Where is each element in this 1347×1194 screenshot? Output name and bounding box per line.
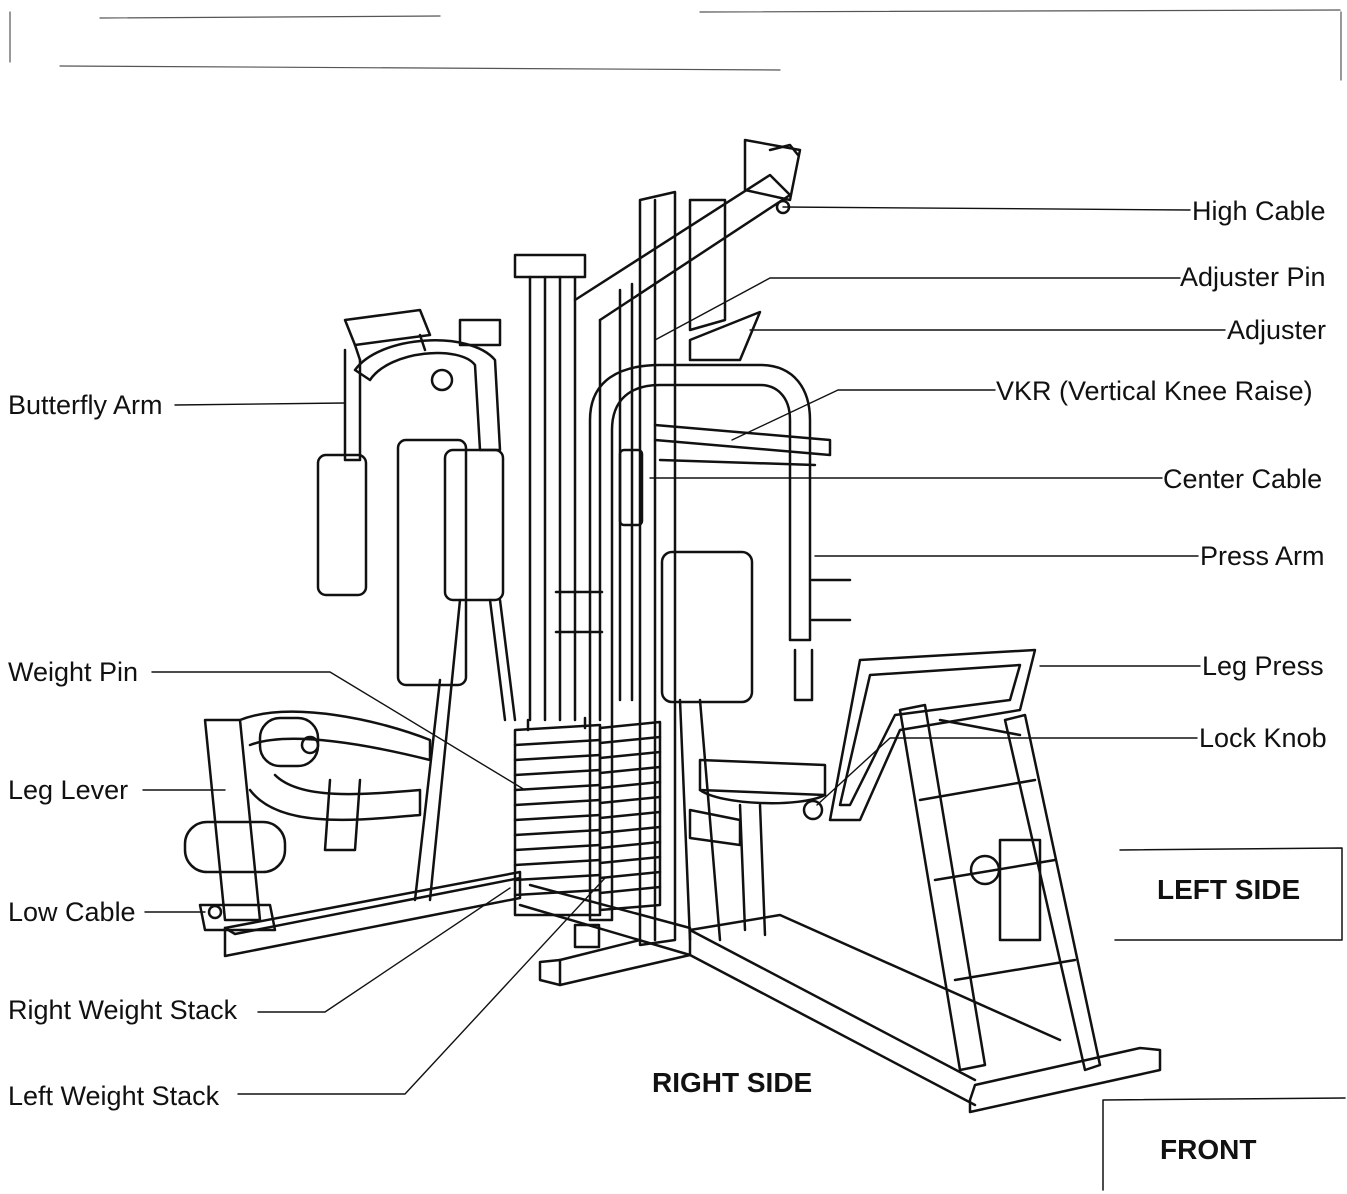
page-edge-lines [9, 9, 1342, 81]
leader-right-weight-stack [257, 887, 511, 1013]
seat [688, 758, 827, 937]
label-adjuster: Adjuster [1227, 315, 1327, 345]
label-adjuster-pin: Adjuster Pin [1180, 262, 1326, 292]
leader-weight-pin [151, 671, 526, 791]
leader-adjuster-pin [654, 277, 1181, 341]
leg-lever-station [183, 710, 432, 932]
leader-lock-knob [816, 737, 1198, 806]
side-boxes [1102, 847, 1346, 1191]
leader-vkr [731, 389, 996, 441]
left-weight-stack [573, 720, 662, 949]
leader-lines [142, 206, 1226, 1095]
label-center-cable: Center Cable [1163, 464, 1323, 494]
label-weight-pin: Weight Pin [8, 657, 139, 687]
label-right-side: RIGHT SIDE [652, 1067, 813, 1098]
label-left-weight-stack: Left Weight Stack [8, 1081, 220, 1111]
label-high-cable: High Cable [1192, 196, 1326, 226]
label-press-arm: Press Arm [1200, 541, 1325, 571]
leg-press-station [802, 648, 1102, 1072]
label-vkr: VKR (Vertical Knee Raise) [996, 376, 1313, 406]
label-low-cable: Low Cable [8, 897, 136, 927]
label-left-side: LEFT SIDE [1157, 874, 1301, 905]
leader-butterfly-arm [174, 402, 346, 406]
label-right-weight-stack: Right Weight Stack [8, 995, 238, 1025]
leader-high-cable [782, 206, 1191, 211]
label-leg-lever: Leg Lever [8, 775, 129, 805]
center-towers [513, 138, 802, 947]
press-arm-station [554, 363, 852, 942]
label-butterfly-arm: Butterfly Arm [8, 390, 163, 420]
label-leg-press: Leg Press [1202, 651, 1324, 681]
label-lock-knob: Lock Knob [1199, 723, 1327, 753]
label-front: FRONT [1160, 1134, 1257, 1165]
butterfly-station [316, 308, 517, 902]
right-weight-stack [513, 716, 602, 917]
leader-left-weight-stack [237, 877, 606, 1095]
